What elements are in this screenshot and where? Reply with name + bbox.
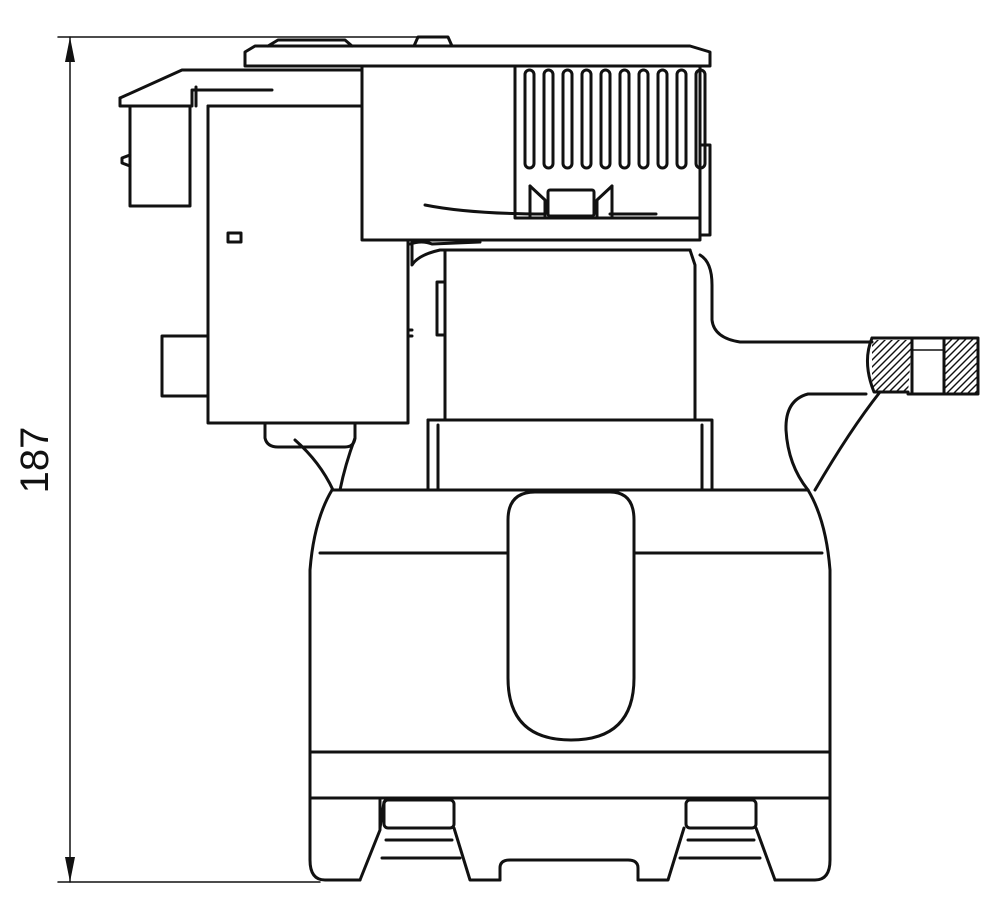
section-hatch-line: [944, 340, 978, 376]
cooling-fin: [656, 68, 669, 170]
pump-casing: [308, 488, 832, 882]
section-hatch-line: [944, 347, 978, 383]
section-hatch-line: [872, 340, 912, 393]
terminal-box: [118, 68, 410, 449]
section-hatch-line: [993, 336, 1000, 396]
section-hatch-line: [944, 354, 978, 390]
section-hatch-line: [794, 336, 854, 396]
cooling-fin: [675, 68, 688, 170]
dimension-arrow-top: [65, 37, 75, 62]
dimension-height-label: 187: [13, 427, 57, 494]
cooling-fin: [694, 68, 707, 170]
section-hatch-line: [872, 340, 876, 393]
section-hatch-line: [944, 338, 975, 369]
section-hatch-line: [979, 336, 1000, 396]
section-hatch-line: [872, 340, 897, 393]
section-hatch-line: [780, 336, 840, 396]
section-hatch-line: [787, 336, 847, 396]
section-hatch-line: [867, 336, 927, 396]
cooling-fin: [599, 68, 612, 170]
section-hatch-line: [872, 340, 911, 393]
section-hatch-line: [986, 336, 1000, 396]
mounting-lug: [780, 336, 1000, 492]
feet: [358, 796, 777, 882]
section-hatch-line: [891, 340, 912, 393]
section-hatch-line: [877, 340, 912, 393]
cooling-fin: [542, 68, 555, 170]
section-hatch-line: [874, 336, 934, 396]
motor-upper-housing: [360, 64, 712, 242]
section-hatch-line: [872, 340, 912, 393]
height-dimension: 187: [13, 36, 421, 883]
section-hatch-line: [872, 340, 912, 393]
cooling-fin: [580, 68, 593, 170]
motor-body: [406, 238, 874, 492]
housing-latch: [528, 184, 614, 220]
section-hatch-line: [944, 338, 961, 355]
cooling-fin: [637, 68, 650, 170]
support-arm-left: [293, 436, 357, 492]
dimension-arrow-bottom: [65, 857, 75, 882]
cooling-fin: [523, 68, 536, 170]
section-hatch-line: [973, 389, 978, 394]
section-hatch-line: [808, 336, 868, 396]
section-hatch-line: [959, 375, 978, 394]
section-hatch-line: [944, 338, 954, 348]
section-hatch-line: [801, 336, 861, 396]
section-hatch-line: [872, 340, 890, 393]
section-hatch-line: [944, 338, 947, 341]
top-cover: [243, 35, 712, 68]
section-hatch-line: [952, 368, 978, 394]
cooling-fin: [618, 68, 631, 170]
section-hatch-line: [966, 382, 978, 394]
section-hatch-line: [944, 338, 968, 362]
cooling-fins: [523, 68, 707, 170]
section-hatch-line: [884, 340, 912, 393]
section-hatch-line: [872, 340, 904, 393]
section-hatch-line: [905, 340, 912, 393]
section-hatch-line: [945, 361, 978, 394]
section-hatch-line: [920, 336, 980, 396]
cooling-fin: [561, 68, 574, 170]
